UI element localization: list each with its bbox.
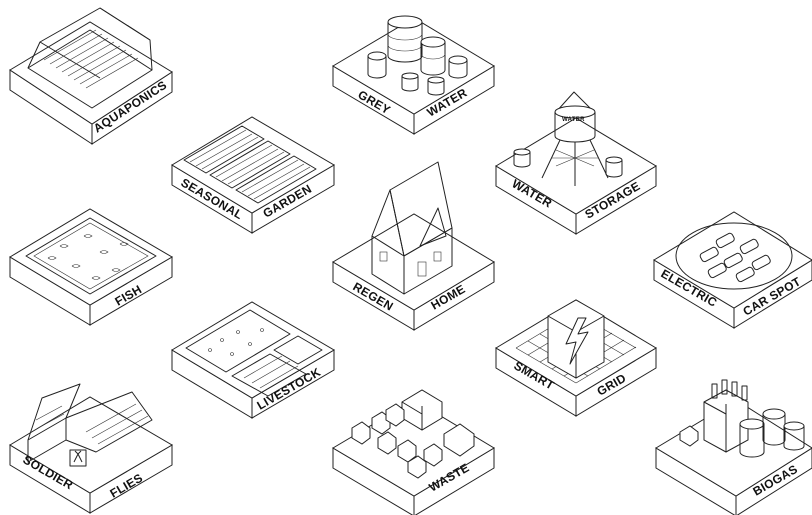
tile-electric-car-spot: ELECTRIC CAR SPOT [654, 212, 812, 328]
tile-seasonal-garden: SEASONAL GARDEN [172, 117, 334, 233]
tile-waste: WASTE [333, 390, 494, 515]
tile-water-storage: WATER WATER STORAGE [496, 92, 656, 234]
tile-regen-home: REGEN HOME [333, 162, 494, 330]
tile-grey-water: GREY WATER [333, 16, 494, 134]
tile-base [172, 117, 334, 233]
tile-base [496, 118, 656, 234]
tank-label: WATER [562, 117, 585, 123]
tile-biogas: BIOGAS [656, 380, 812, 515]
tile-aquaponics: AQUAPONICS [10, 8, 172, 144]
tile-base [172, 302, 334, 418]
tile-livestock: LIVESTOCK [172, 302, 334, 418]
tile-base [10, 209, 172, 325]
tile-smart-grid: SMART GRID [496, 300, 656, 416]
tile-soldier-flies: SOLDIER FLIES [10, 384, 172, 513]
tile-fish: FISH [10, 209, 172, 325]
tile-base [333, 214, 494, 330]
tile-base [654, 212, 812, 328]
